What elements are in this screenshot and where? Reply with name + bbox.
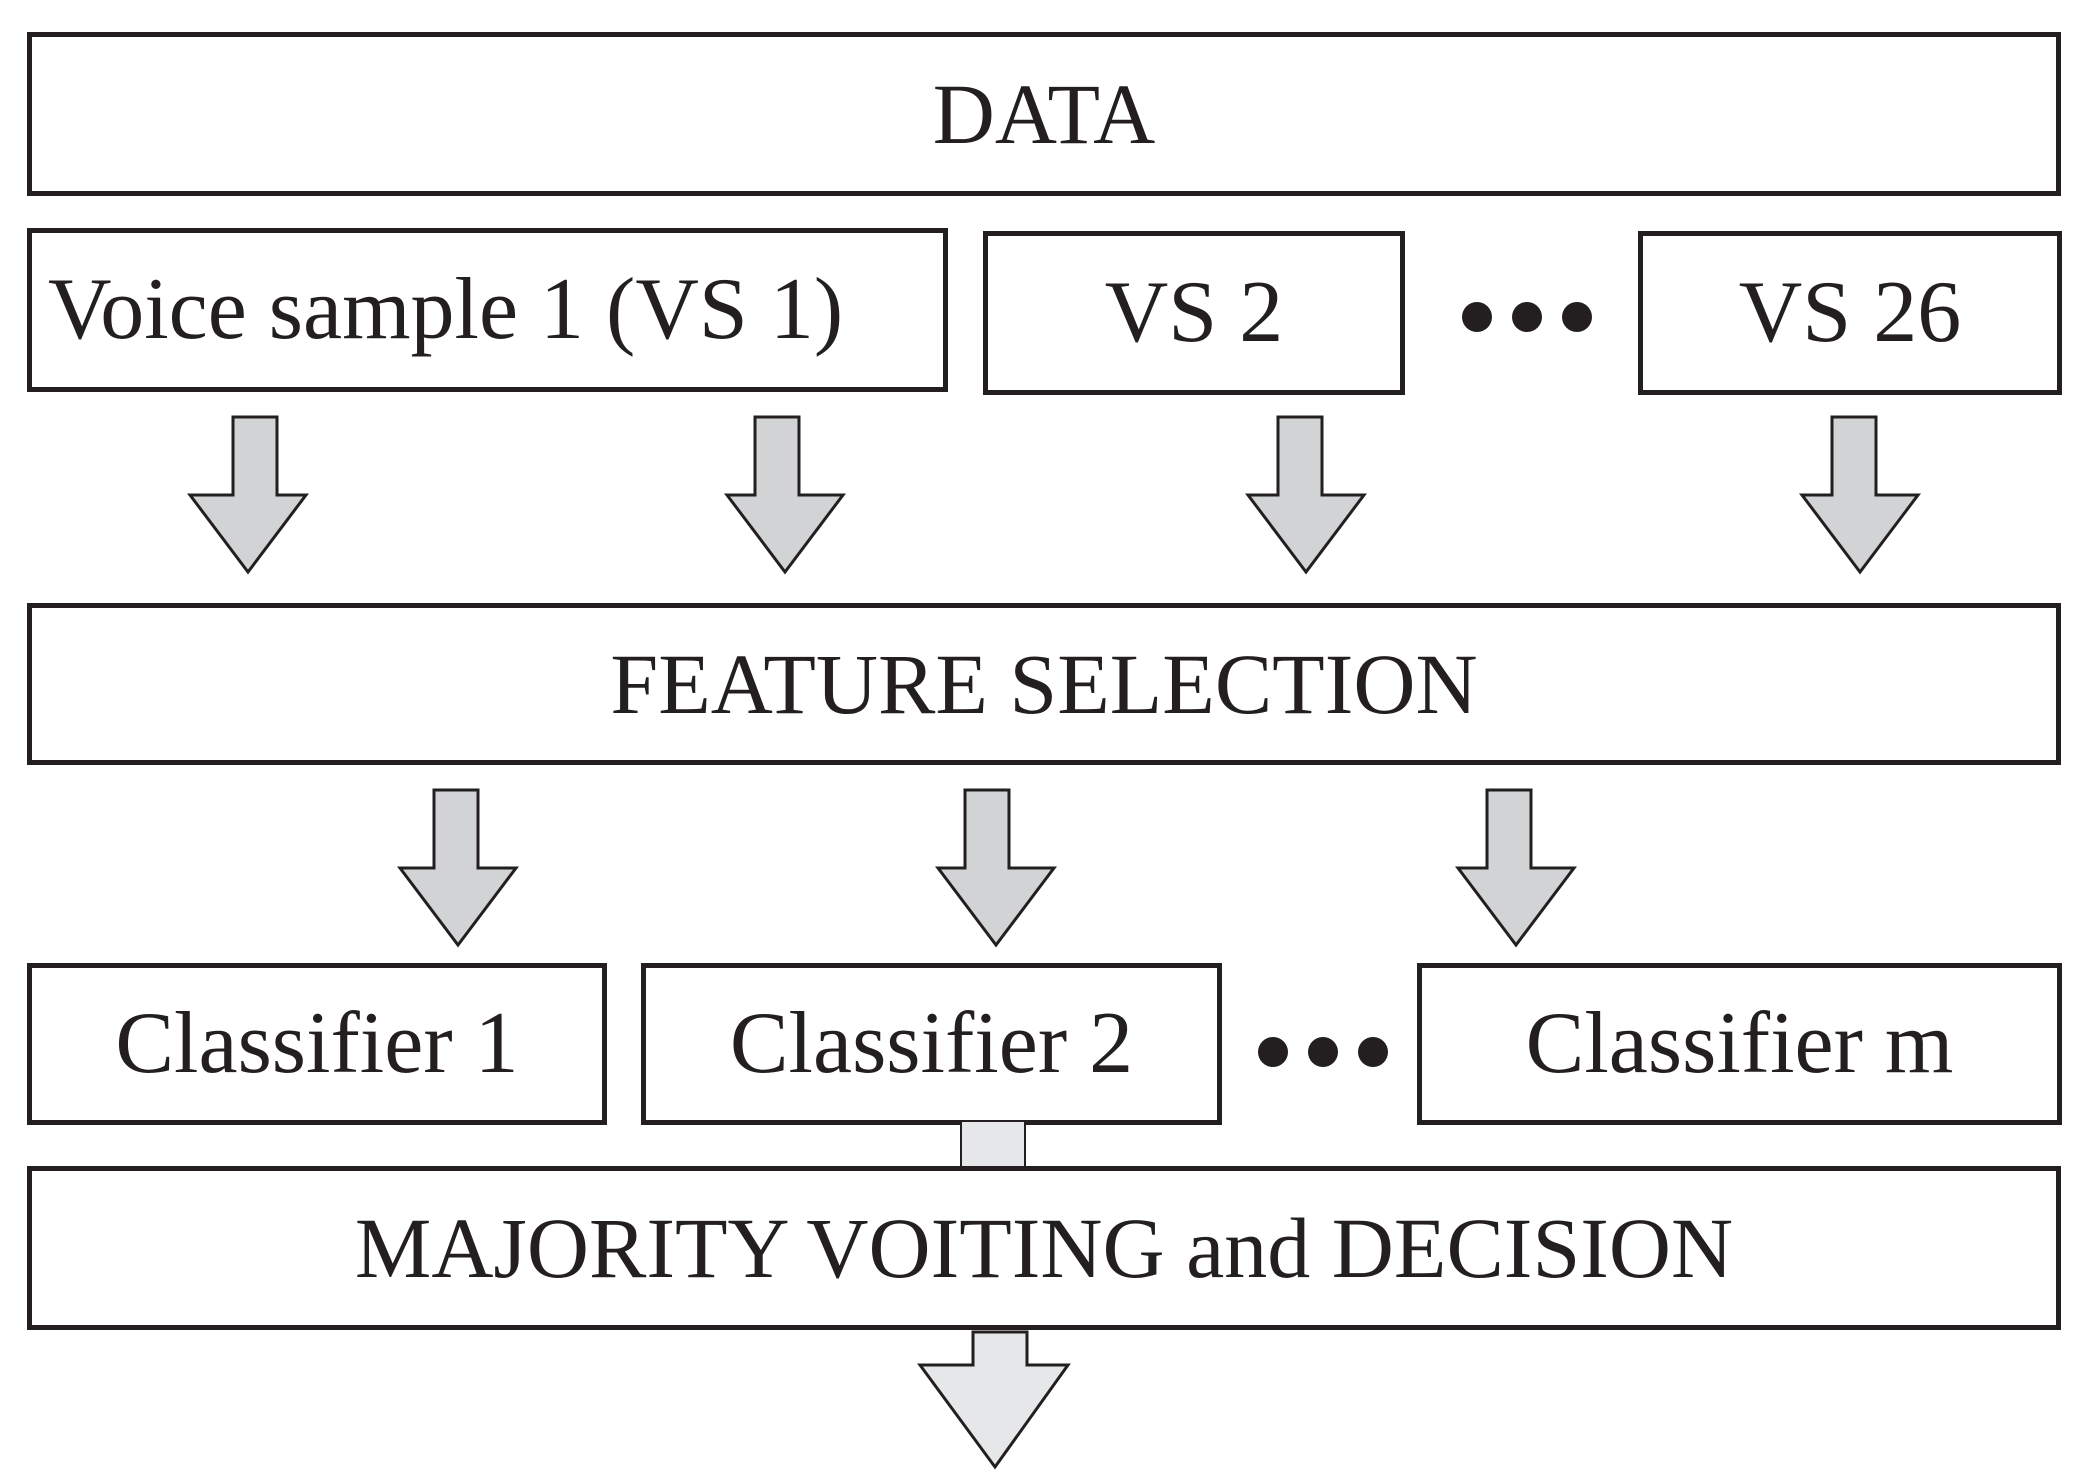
down-arrow-icon — [1244, 415, 1368, 575]
down-arrow-icon — [934, 788, 1058, 948]
voice-sample-2-box: VS 2 — [983, 231, 1405, 395]
voice-sample-1-box: Voice sample 1 (VS 1) — [27, 228, 948, 392]
voice-sample-26-box: VS 26 — [1638, 231, 2062, 395]
down-arrow-icon — [723, 415, 847, 575]
classifier-2-box: Classifier 2 — [641, 963, 1222, 1125]
classifier-m-box: Classifier m — [1417, 963, 2062, 1125]
voice-sample-26-label: VS 26 — [1738, 264, 1962, 361]
decision-label: MAJORITY VOITING and DECISION — [354, 1200, 1734, 1296]
feature-selection-box: FEATURE SELECTION — [27, 603, 2061, 765]
classifier-2-label: Classifier 2 — [729, 995, 1134, 1092]
ellipsis-dot — [1308, 1037, 1338, 1067]
down-arrow-icon — [1798, 415, 1922, 575]
down-arrow-icon — [1454, 788, 1578, 948]
classifier-1-box: Classifier 1 — [27, 963, 607, 1125]
voice-sample-1-label: Voice sample 1 (VS 1) — [48, 261, 844, 358]
down-arrow-icon — [186, 415, 310, 575]
ellipsis-dot — [1358, 1037, 1388, 1067]
classifier-m-label: Classifier m — [1525, 995, 1954, 1092]
classifiers-ellipsis — [1258, 1035, 1388, 1069]
feature-selection-label: FEATURE SELECTION — [610, 636, 1478, 732]
ellipsis-dot — [1512, 302, 1542, 332]
data-box: DATA — [27, 32, 2061, 196]
voice-sample-2-label: VS 2 — [1104, 264, 1284, 361]
ellipsis-dot — [1258, 1037, 1288, 1067]
ellipsis-dot — [1562, 302, 1592, 332]
decision-box: MAJORITY VOITING and DECISION — [27, 1166, 2061, 1330]
down-arrow-icon — [917, 1330, 1071, 1470]
classifier-decision-connector — [960, 1122, 1026, 1170]
voice-samples-ellipsis — [1462, 300, 1592, 334]
classifier-1-label: Classifier 1 — [115, 995, 519, 1092]
ellipsis-dot — [1462, 302, 1492, 332]
data-label: DATA — [932, 66, 1156, 162]
down-arrow-icon — [396, 788, 520, 948]
